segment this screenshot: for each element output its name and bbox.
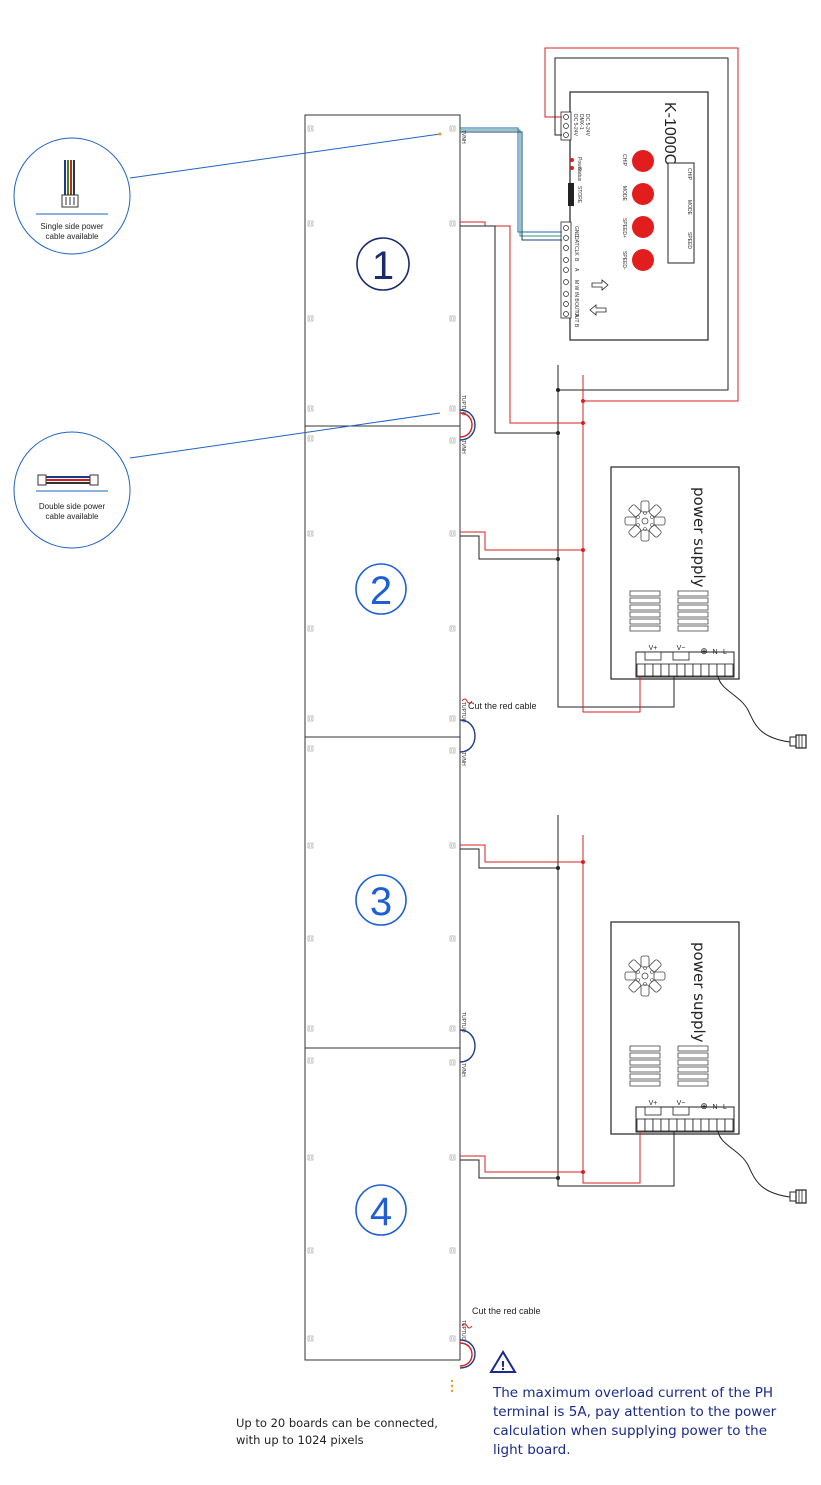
board-2 xyxy=(304,425,461,738)
svg-text:2: 2 xyxy=(370,569,392,613)
screen-label-speed: SPEED xyxy=(686,232,692,249)
svg-text:DC 5-24V: DC 5-24V xyxy=(572,114,578,137)
status-led xyxy=(570,166,574,170)
svg-text:L: L xyxy=(723,1104,727,1111)
speed-minus-button xyxy=(632,249,654,271)
ac-plug-1 xyxy=(789,734,807,749)
warning-text: The maximum overload current of the PH t… xyxy=(492,1385,777,1458)
button-label-speed-minus: SPEED- xyxy=(621,251,627,270)
screen-label-chip: CHIP xyxy=(686,168,692,181)
svg-text:L: L xyxy=(723,649,727,656)
psu-2-title: power supply xyxy=(690,942,708,1043)
footer-note-line2: with up to 1024 pixels xyxy=(236,1433,364,1447)
controller-buttons xyxy=(632,150,654,271)
psu-1-title: power supply xyxy=(690,487,708,588)
port-label-out: TUPTUO xyxy=(460,395,466,416)
store-label: STORE xyxy=(576,186,582,204)
store-button xyxy=(568,183,574,206)
callout-double-text1: Double side power xyxy=(39,502,106,511)
port-label-in: TVNH xyxy=(460,440,466,454)
svg-text:GND: GND xyxy=(573,226,579,238)
port-label-out: TUPTUO xyxy=(460,702,466,723)
svg-text:DC 5-24V: DC 5-24V xyxy=(584,114,590,137)
port-label-in: TVNH xyxy=(460,1063,466,1077)
cut-label-1: Cut the red cable xyxy=(468,701,537,711)
board-1 xyxy=(304,114,461,427)
callout-double-text2: cable available xyxy=(46,512,99,521)
svg-text:N: N xyxy=(712,649,717,656)
button-label-mode: MODE xyxy=(621,186,627,202)
led-label-power: Power xyxy=(576,157,582,172)
svg-text:!: ! xyxy=(500,1359,505,1373)
ground-icon: ⊕ xyxy=(700,1102,708,1112)
board-port-labels: TVNH TUPTUO TVNH TUPTUO TVNH TUPTUO TVNH… xyxy=(460,130,466,1341)
board-jumpers xyxy=(459,409,476,1369)
arrow-right-icon xyxy=(591,279,609,291)
svg-text:1: 1 xyxy=(372,244,394,288)
double-cable-icon xyxy=(37,474,99,486)
svg-text:B: B xyxy=(573,258,579,262)
svg-text:4: 4 xyxy=(370,1190,392,1234)
svg-text:V+: V+ xyxy=(649,645,658,652)
board-number-3: 3 xyxy=(355,874,407,926)
svg-text:M W: M W xyxy=(573,280,579,291)
cut-marks xyxy=(461,698,473,1329)
svg-text:DAT: DAT xyxy=(573,236,579,246)
callout-single-side: Single side power cable available xyxy=(13,132,442,255)
svg-text:V−: V− xyxy=(677,1100,686,1107)
port-label-in: TVNH xyxy=(460,130,466,144)
single-cable-icon xyxy=(61,160,79,208)
port-label-in: TVNH xyxy=(460,752,466,766)
controller-k1000c: K-1000C CHIP MODE SPEED CHIP MODE SPEED+… xyxy=(560,91,709,341)
svg-text:OUT A: OUT A xyxy=(573,302,579,318)
svg-text:OUT B: OUT B xyxy=(573,312,579,328)
svg-text:DMX-1: DMX-1 xyxy=(578,114,584,130)
svg-text:3: 3 xyxy=(370,880,392,924)
svg-text:N: N xyxy=(712,1104,717,1111)
power-supply-2: power supply V+ V− ⊕ N L xyxy=(610,921,807,1204)
button-label-speed-plus: SPEED+ xyxy=(621,218,627,238)
board-number-4: 4 xyxy=(355,1184,407,1236)
arrow-left-icon xyxy=(589,304,607,316)
svg-text:V−: V− xyxy=(677,645,686,652)
footer-note-line1: Up to 20 boards can be connected, xyxy=(236,1416,438,1430)
button-label-chip: CHIP xyxy=(621,154,627,167)
junction-dots xyxy=(556,388,585,1180)
board-3 xyxy=(304,736,461,1049)
board-4 xyxy=(304,1047,461,1361)
warning-icon: ! xyxy=(489,1350,517,1373)
controller-model: K-1000C xyxy=(661,102,678,165)
svg-text:V+: V+ xyxy=(649,1100,658,1107)
mode-button xyxy=(632,183,654,205)
power-led xyxy=(570,158,574,162)
cut-label-2: Cut the red cable xyxy=(472,1306,541,1316)
screen-label-mode: MODE xyxy=(686,200,692,216)
wiring xyxy=(460,47,739,1187)
svg-text:A: A xyxy=(573,268,579,272)
board-number-2: 2 xyxy=(355,563,407,615)
ac-plug-2 xyxy=(789,1189,807,1204)
ground-icon: ⊕ xyxy=(700,647,708,657)
svg-text:light board.: light board. xyxy=(493,1442,571,1458)
svg-text:The maximum overload current o: The maximum overload current of the PH xyxy=(492,1385,773,1401)
svg-text:IN B: IN B xyxy=(573,292,579,302)
port-label-out: TUPTUO xyxy=(460,1320,466,1341)
power-supply-1: power supply V+ V− ⊕ N L xyxy=(610,466,807,749)
continuation-dots xyxy=(450,1379,454,1393)
callout-single-text1: Single side power xyxy=(40,222,103,231)
callout-single-text2: cable available xyxy=(46,232,99,241)
svg-text:CLK: CLK xyxy=(573,246,579,256)
callout-double-side: Double side power cable available xyxy=(13,412,441,549)
svg-text:terminal is 5A, pay attention: terminal is 5A, pay attention to the pow… xyxy=(493,1404,777,1420)
chip-button xyxy=(632,150,654,172)
svg-text:calculation when supplying pow: calculation when supplying power to the xyxy=(493,1423,767,1439)
board-number-1: 1 xyxy=(356,237,410,291)
port-label-out: TUPTUO xyxy=(460,1012,466,1033)
speed-plus-button xyxy=(632,216,654,238)
led-label-status: Status xyxy=(576,167,582,182)
